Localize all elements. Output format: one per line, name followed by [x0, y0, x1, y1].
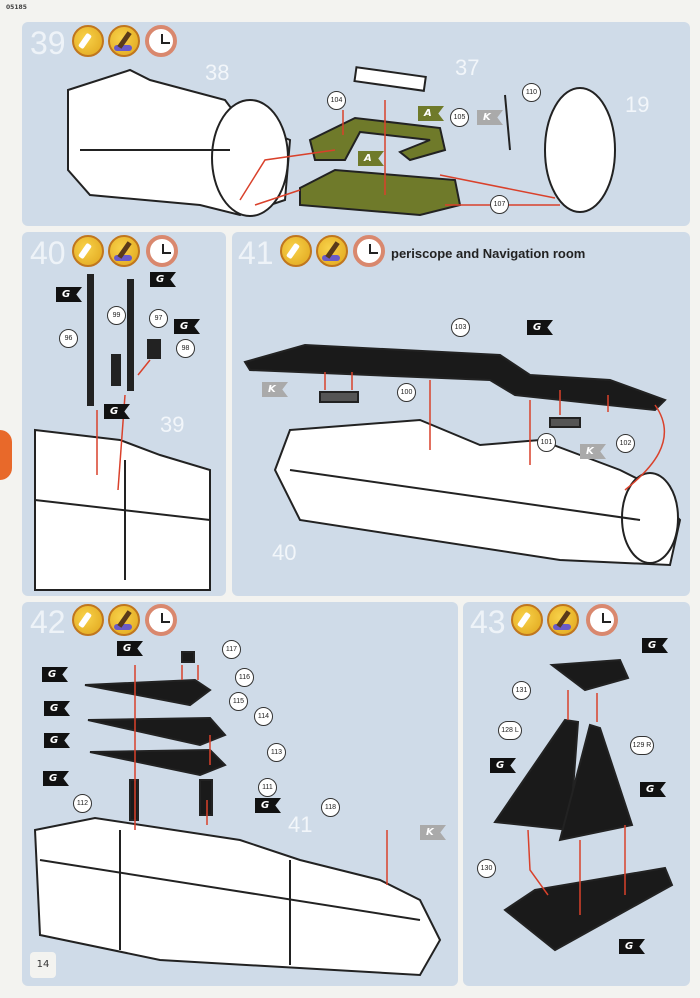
part-callout: 115	[229, 692, 248, 711]
glue-icon	[72, 25, 104, 57]
step-42-arrows	[134, 665, 388, 885]
color-flag: G	[43, 771, 69, 786]
color-flag: G	[104, 404, 130, 419]
step-39-drawing	[67, 66, 616, 217]
glue-icon	[72, 235, 104, 267]
color-flag: G	[174, 319, 200, 334]
glue-icon	[511, 604, 543, 636]
assembly-label: 40	[272, 540, 297, 565]
color-flag: A	[418, 106, 444, 121]
section-tab	[0, 430, 12, 480]
step-number: 42	[30, 604, 66, 640]
glue-icon	[280, 235, 312, 267]
paint-icon	[547, 604, 579, 636]
part-callout: 128 L	[498, 721, 522, 740]
glue-icon	[72, 604, 104, 636]
paint-icon	[108, 604, 140, 636]
step-number: 39	[30, 25, 66, 61]
color-flag: G	[117, 641, 143, 656]
part-callout: 105	[450, 108, 469, 127]
part-callout: 113	[267, 743, 286, 762]
step-number: 43	[470, 604, 506, 640]
part-callout: 131	[512, 681, 531, 700]
color-flag: G	[642, 638, 668, 653]
step-title: periscope and Navigation room	[391, 246, 586, 261]
part-callout: 96	[59, 329, 78, 348]
color-flag: K	[477, 110, 503, 125]
step-40-drawing	[34, 274, 211, 591]
part-callout: 116	[235, 668, 254, 687]
part-callout: 110	[522, 83, 541, 102]
part-callout: 129 R	[630, 736, 654, 755]
color-flag: G	[527, 320, 553, 335]
clock-icon	[145, 604, 177, 636]
part-callout: 102	[616, 434, 635, 453]
color-flag: G	[255, 798, 281, 813]
color-flag: A	[358, 151, 384, 166]
color-flag: G	[619, 939, 645, 954]
color-flag: G	[490, 758, 516, 773]
part-callout: 99	[107, 306, 126, 325]
color-flag: G	[44, 701, 70, 716]
color-flag: G	[42, 667, 68, 682]
clock-icon	[145, 25, 177, 57]
part-callout: 100	[397, 383, 416, 402]
part-callout: 117	[222, 640, 241, 659]
step-43-drawing	[493, 658, 674, 952]
assembly-label: 37	[455, 55, 480, 80]
paint-icon	[316, 235, 348, 267]
part-callout: 112	[73, 794, 92, 813]
step-41-arrows	[324, 372, 666, 491]
part-callout: 98	[176, 339, 195, 358]
color-flag: G	[150, 272, 176, 287]
color-flag: G	[640, 782, 666, 797]
step-number: 40	[30, 235, 66, 271]
clock-icon	[146, 235, 178, 267]
step-42-drawing	[33, 651, 442, 977]
assembly-label: 39	[160, 412, 185, 437]
product-code: 05185	[6, 4, 27, 11]
paint-icon	[108, 235, 140, 267]
page-number: 14	[30, 952, 56, 978]
clock-icon	[586, 604, 618, 636]
part-callout: 107	[490, 195, 509, 214]
step-43-arrows	[527, 690, 626, 915]
color-flag: K	[262, 382, 288, 397]
assembly-label: 19	[625, 92, 650, 117]
color-flag: K	[580, 444, 606, 459]
step-41-drawing	[243, 343, 682, 567]
part-callout: 114	[254, 707, 273, 726]
color-flag: K	[420, 825, 446, 840]
step-number: 41	[238, 235, 274, 271]
assembly-label: 38	[205, 60, 230, 85]
part-callout: 104	[327, 91, 346, 110]
part-callout: 97	[149, 309, 168, 328]
part-callout: 111	[258, 778, 277, 797]
paint-icon	[108, 25, 140, 57]
color-flag: G	[56, 287, 82, 302]
clock-icon	[353, 235, 385, 267]
assembly-label: 41	[288, 812, 313, 837]
color-flag: G	[44, 733, 70, 748]
part-callout: 103	[451, 318, 470, 337]
part-callout: 101	[537, 433, 556, 452]
part-callout: 130	[477, 859, 496, 878]
part-callout: 118	[321, 798, 340, 817]
